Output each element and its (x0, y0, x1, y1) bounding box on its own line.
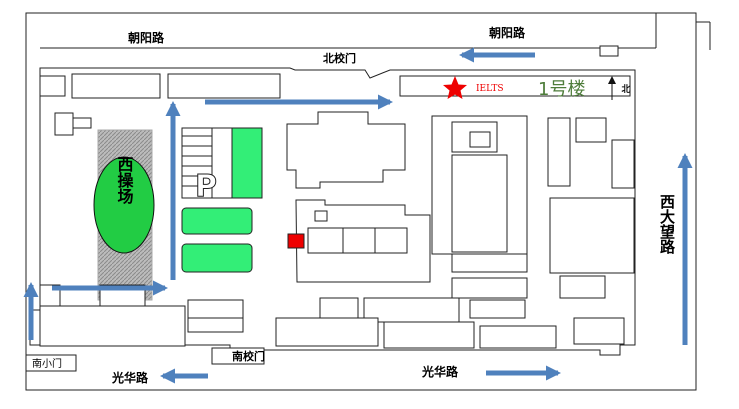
guanghua-road-label-left: 光华路 (111, 370, 149, 385)
chaoyang-road-label-left: 朝阳路 (128, 30, 165, 45)
west-field-label: 西操场 (115, 156, 134, 205)
north-label: 北 (621, 83, 630, 95)
north-gate-label: 北校门 (323, 51, 356, 65)
road-labels: 朝阳路 朝阳路 光华路 光华路 西大望路 (111, 25, 676, 385)
red-building (287, 233, 305, 249)
ielts-marker: IELTS 1号楼 (443, 76, 585, 100)
parking-area: P (181, 127, 263, 273)
west-field: 西操场 (93, 129, 155, 301)
map-frame (25, 12, 711, 391)
gate-labels: 北校门 南校门 南小门 (25, 51, 356, 372)
east-buildings (275, 115, 635, 349)
lawn-north (231, 127, 263, 199)
guanghua-road-label-right: 光华路 (421, 364, 459, 379)
building-1-label: 1号楼 (538, 79, 585, 100)
traffic-arrows (23, 47, 693, 384)
ielts-label: IELTS (476, 84, 504, 94)
chaoyang-road-label-right: 朝阳路 (489, 25, 526, 40)
parking-label: P (195, 169, 217, 204)
star-icon (443, 76, 467, 99)
lawn-south (181, 243, 253, 273)
south-gate-label: 南校门 (232, 349, 265, 363)
central-buildings (286, 111, 431, 283)
campus-boundary (29, 67, 636, 356)
west-field-oval (93, 156, 155, 254)
xidawang-road-label: 西大望路 (658, 194, 676, 254)
lawn-middle (181, 207, 253, 235)
west-buildings (39, 112, 244, 347)
south-small-gate-label: 南小门 (32, 357, 62, 370)
north-indicator: 北 (608, 76, 631, 100)
